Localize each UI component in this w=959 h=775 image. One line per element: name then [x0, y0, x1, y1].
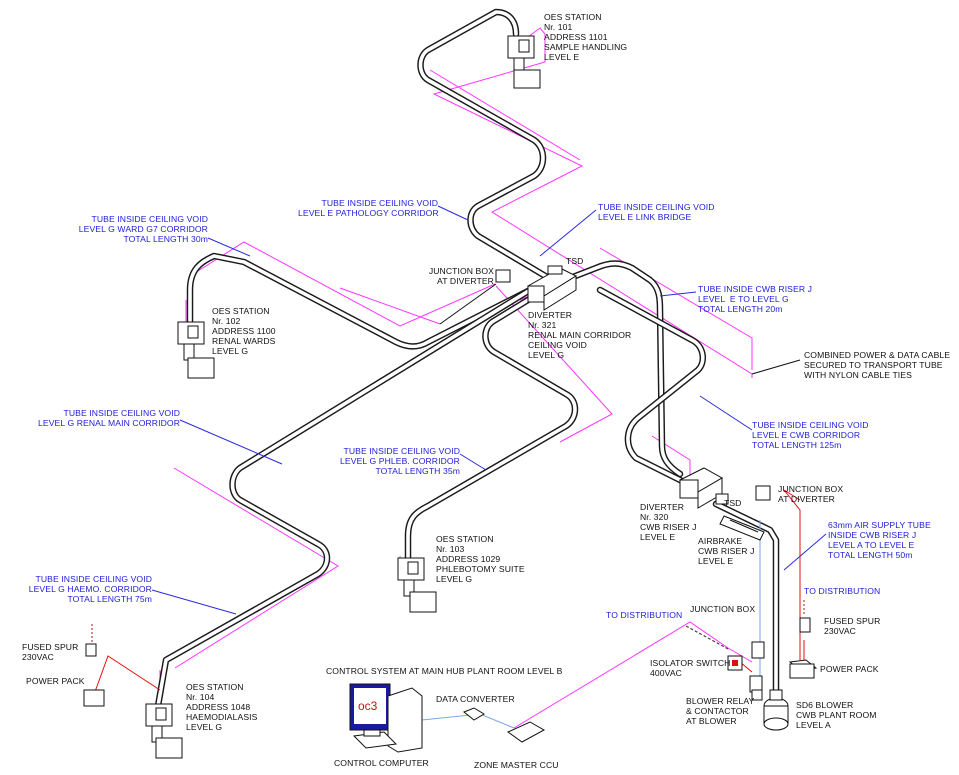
isolator-switch-unit: [727, 655, 743, 671]
diverter-321-unit: [527, 265, 578, 311]
data-converter-label: DATA CONVERTER: [436, 694, 515, 704]
airbrake-unit: [719, 515, 765, 541]
oes-station-102-unit: [177, 321, 215, 379]
zone-master-ccu-unit: [507, 721, 546, 743]
junction-box-diverter-320: [755, 485, 771, 501]
oes-station-103-unit: [397, 557, 437, 613]
diverter-320-unit: [679, 467, 729, 509]
tsd-1-label: TSD: [566, 256, 584, 266]
leader-lines: [151, 205, 827, 615]
screen-logo-text: oc3: [358, 699, 378, 713]
fused-spur-left-unit: [85, 643, 97, 657]
blower-relay-unit: [749, 675, 763, 701]
zone-master-ccu-label: ZONE MASTER CCU: [474, 760, 559, 770]
power-pack-right-label: POWER PACK: [820, 664, 879, 674]
junction-box-unit: [751, 641, 765, 659]
control-system-label: CONTROL SYSTEM AT MAIN HUB PLANT ROOM LE…: [326, 666, 563, 676]
tsd-2-label: TSD: [724, 498, 742, 508]
junction-box-diverter-321: [439, 269, 511, 325]
oes-station-101-unit: [507, 35, 541, 89]
air-and-power-lines: [91, 489, 805, 729]
to-distribution-left-label: TO DISTRIBUTION: [606, 610, 683, 620]
data-converter-unit: [463, 707, 485, 721]
transport-tubes: [154, 8, 780, 710]
control-computer-unit: oc3: [349, 683, 423, 753]
oes-station-104-unit: [145, 703, 183, 759]
power-pack-right-unit: [788, 659, 818, 679]
power-pack-left-label: POWER PACK: [26, 676, 85, 686]
control-computer-label: CONTROL COMPUTER: [334, 758, 429, 768]
sd6-blower-unit: [763, 689, 789, 731]
fused-spur-right-unit: [799, 617, 811, 633]
power-pack-left-unit: [83, 689, 105, 707]
to-distribution-right-label: TO DISTRIBUTION: [804, 586, 881, 596]
junction-box-label: JUNCTION BOX: [690, 604, 756, 614]
